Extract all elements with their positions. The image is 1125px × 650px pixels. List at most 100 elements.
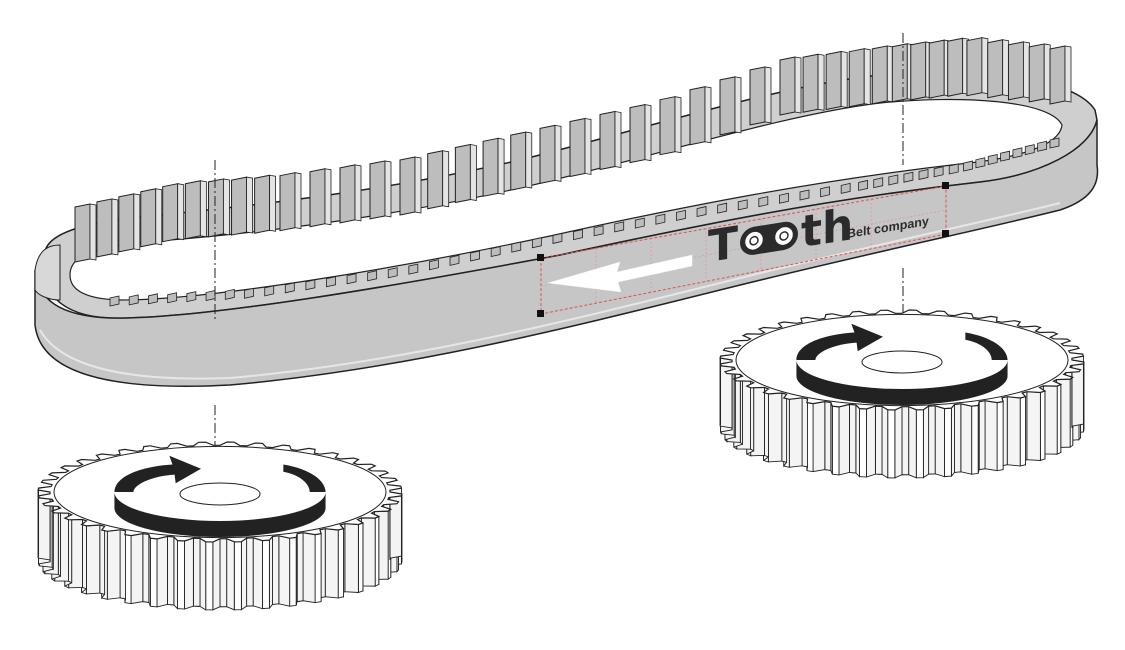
gear-tooth-face [922,405,930,479]
belt-tooth [1007,41,1024,101]
belt-tooth [659,96,676,156]
belt-tooth [339,164,356,224]
belt-tooth-side [674,96,682,154]
belt-tooth-side [614,111,622,169]
gear-tooth-face [928,405,936,475]
selection-handle[interactable] [537,310,544,317]
belt-tooth-side [1023,41,1030,99]
belt-inner-tooth [779,192,789,204]
belt-tooth-side [764,66,772,124]
belt-outer-side [34,119,1099,388]
belt-tooth [719,76,736,136]
belt-tooth [510,131,527,191]
selection-handle[interactable] [942,182,949,189]
gear-tooth-face [212,538,221,611]
belt-inner-tooth [148,293,158,305]
belt-tooth [207,178,224,238]
belt-tooth [871,45,888,105]
gear-tooth-face [272,535,280,605]
belt-tooth [848,48,865,108]
right-gear [719,309,1085,479]
belt-tooth [74,203,91,263]
belt-inner-tooth [634,217,645,229]
gear-tooth-face [954,403,962,473]
belt-teeth [74,37,1072,307]
belt-tooth-side [981,37,989,95]
belt-tooth-side [294,172,302,230]
belt-tooth-side [863,48,871,106]
belt-tooth-side [442,150,450,208]
logo-text-t: T [708,217,738,272]
belt-tooth [947,37,964,97]
belt-tooth [966,37,983,97]
belt-tooth-side [414,156,422,214]
gear-tooth-face [278,535,291,607]
belt-inner-tooth [1024,144,1035,156]
gear-tooth-face [240,537,248,611]
left-gear [37,441,403,611]
belt-tooth [162,183,179,243]
belt-inner-tooth [799,189,810,201]
gear-tooth-face [1019,396,1026,467]
belt-inner-tooth [167,292,178,304]
belt-inner-tooth [186,291,197,303]
belt-tooth [928,39,945,99]
belt-inner-tooth [205,290,216,302]
gear-tooth-face [37,489,51,561]
belt-inner-tooth [975,157,986,169]
gear-tooth-face [901,406,910,476]
gear-tooth-face [119,529,127,600]
gear-tooth-face [262,539,270,610]
gear-tooth-face [838,403,850,476]
belt-inner-tooth [264,285,275,297]
belt-inner-tooth [820,186,830,198]
gear-tooth-face [944,407,952,478]
gear-tooth-face [156,535,168,608]
gear-tooth-face [324,528,339,599]
gear-tooth-face [1039,390,1046,462]
belt-tooth-side [1043,43,1051,101]
belt-edge-highlight [39,202,1061,380]
gear-tooth-face [99,524,106,595]
belt-inner-tooth [109,295,120,307]
belt-tooth-side [840,50,848,108]
rotation-arrow-icon [796,323,1008,405]
belt-tooth [629,104,646,164]
gear-tooth-face [859,408,867,478]
belt-inner-tooth [470,250,480,262]
belt-inner-tooth [655,213,666,225]
belt-tooth [749,66,766,126]
gear-tooth-face [226,537,235,611]
belt-inner-tooth [1037,140,1048,152]
logo-text-th: th [801,199,853,258]
belt-tooth [96,198,113,258]
gear-tooth-face [192,537,201,607]
gear-tooth-face [934,405,945,478]
gear-side [719,355,1085,479]
gear-tooth-face [1056,383,1062,455]
gear-tooth-face [219,538,228,608]
gear-tooth-face [142,533,150,603]
gear-tooth-face [360,517,376,587]
gear-tooth-face [960,403,973,475]
belt-tooth-side [584,117,592,175]
selection-handle[interactable] [537,254,544,261]
belt-tooth [689,86,706,146]
belt-inner-tooth [888,174,899,186]
belt-tooth [254,174,271,234]
gear-tooth-face [389,487,402,559]
gear-tooth-face [781,392,788,463]
belt-tooth [279,172,296,232]
gear-tooth-face [130,533,144,605]
gear-tooth-face [268,535,273,610]
belt-tooth-side [644,104,652,162]
gear-tooth-face [199,537,207,611]
selection-handle[interactable] [942,230,949,237]
belt-tooth-side [554,124,562,182]
gear-hub [861,350,943,374]
belt-tooth-side [177,183,185,241]
belt-inner-tooth [429,259,439,271]
belt-inner-tooth [531,237,542,249]
gear-tooth-face [205,541,214,611]
gear-tooth-face [908,405,917,479]
